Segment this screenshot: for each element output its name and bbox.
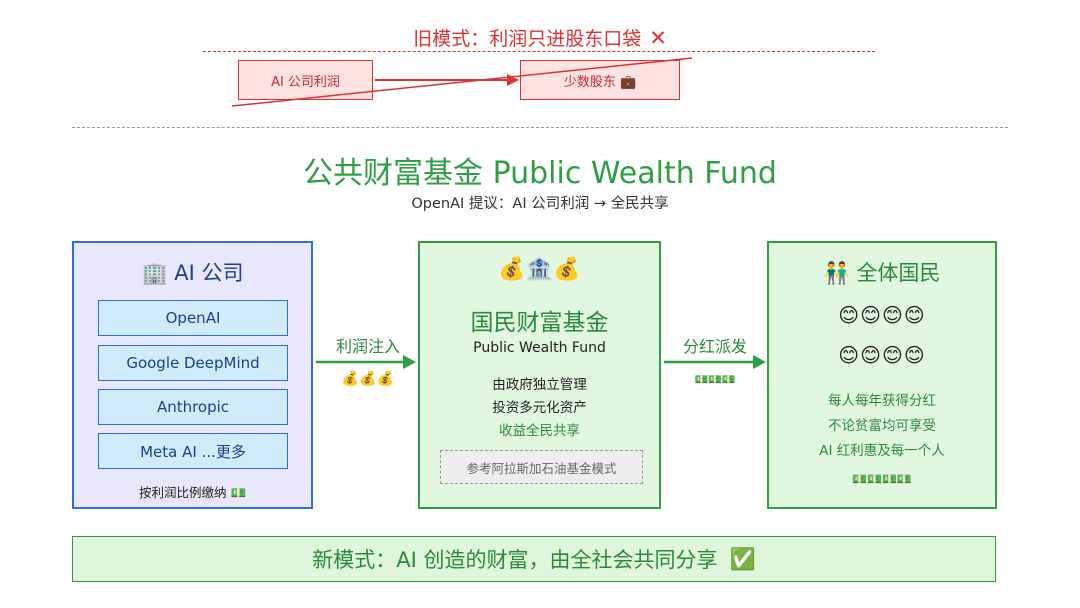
old-model-shareholders-box: 少数股东 💼 [520,60,680,100]
wealth-fund-panel: 💰🏦💰 国民财富基金 Public Wealth Fund 由政府独立管理 投资… [418,241,661,509]
fund-feature-line: 投资多元化资产 [492,400,587,416]
new-model-text: 新模式：AI 创造的财富，由全社会共同分享 [312,548,718,572]
company-item-anthropic: Anthropic [98,389,288,425]
bank-money-icons: 💰🏦💰 [498,257,581,282]
company-item-label: Meta AI ...更多 [140,442,246,461]
company-item-label: OpenAI [165,309,221,327]
old-model-profit-label: AI 公司利润 [271,74,340,90]
cash-icons: 💵💵💵💵 [852,472,912,486]
section-divider [72,127,1008,128]
page-subtitle: OpenAI 提议：AI 公司利润 → 全民共享 [411,196,669,212]
company-contribution-note: 按利润比例缴纳 💵 [138,485,247,500]
cross-icon: ✕ [649,26,667,50]
old-model-title: 旧模式：利润只进股东口袋 ✕ [0,24,1080,51]
old-model-arrows [231,57,693,107]
cash-icons: 💵💵💵 [694,373,736,386]
company-item-google-deepmind: Google DeepMind [98,345,288,381]
company-item-label: Anthropic [156,398,230,416]
alaska-fund-reference: 参考阿拉斯加石油基金模式 [440,450,643,484]
citizen-benefit-line: AI 红利惠及每一个人 [819,443,945,459]
old-model-title-text: 旧模式：利润只进股东口袋 [413,28,642,50]
wealth-fund-subtitle: Public Wealth Fund [473,340,606,356]
old-model-strike-line [231,57,693,107]
dividend-distribution-label: 分红派发 [682,337,747,356]
ai-company-title: 🏢 AI 公司 [141,261,244,285]
new-model-banner: 新模式：AI 创造的财富，由全社会共同分享 ✅ [72,536,996,582]
citizen-benefit-line: 不论贫富均可享受 [828,418,936,434]
dividend-arrowhead [753,355,766,369]
citizens-title: 👬 全体国民 [823,261,941,285]
money-bag-icons: 💰💰💰 [341,371,395,387]
smiling-faces-icons: 😊😊😊😊 [838,303,926,327]
smiling-faces-icons: 😊😊😊😊 [838,343,926,367]
old-model-shareholders-label: 少数股东 💼 [563,74,637,90]
profit-injection-arrowhead [403,355,416,369]
company-item-openai: OpenAI [98,300,288,336]
page-title: 公共财富基金 Public Wealth Fund [303,156,777,191]
profit-injection-label: 利润注入 [335,337,400,356]
citizens-panel: 👬 全体国民 😊😊😊😊 😊😊😊😊 每人每年获得分红 不论贫富均可享受 AI 红利… [767,241,997,509]
citizen-benefit-line: 每人每年获得分红 [828,393,936,409]
fund-feature-line: 收益全民共享 [499,423,580,439]
company-item-meta-ai: Meta AI ...更多 [98,433,288,469]
check-mark-icon: ✅ [729,546,756,571]
company-item-label: Google DeepMind [126,354,260,372]
ai-company-panel: 🏢 AI 公司 OpenAI Google DeepMind Anthropic… [72,241,313,509]
wealth-fund-title: 国民财富基金 [470,310,609,336]
fund-feature-line: 由政府独立管理 [492,377,587,393]
old-model-dashed-line [203,51,875,52]
alaska-fund-reference-label: 参考阿拉斯加石油基金模式 [466,460,617,476]
